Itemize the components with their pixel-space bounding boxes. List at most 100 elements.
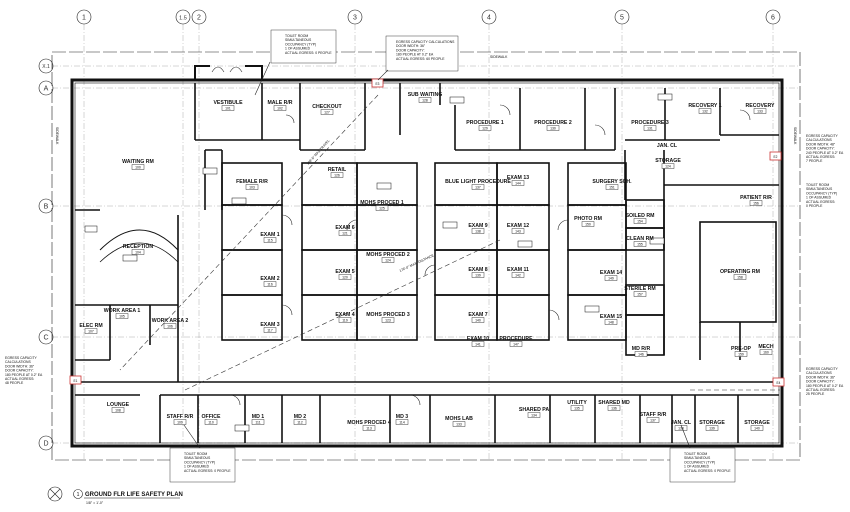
note-line: SIMULTANEOUS <box>184 456 211 460</box>
note-line: DOOR CAPACITY: <box>806 380 835 384</box>
note-line: 180 PEOPLE AT 0.2" EA <box>5 373 43 377</box>
room-name: PROCEDURE 3 <box>631 120 669 126</box>
room-number-box <box>734 351 748 357</box>
room-name: MOHS PROCED 2 <box>366 252 410 258</box>
room-number: 130 <box>550 126 556 130</box>
sidewalk-label-top: SIDEWALK <box>490 55 508 59</box>
room-number: 158 <box>737 275 743 279</box>
room-name: WORK AREA 2 <box>152 318 189 324</box>
room-number-box <box>395 419 409 425</box>
note-line: 1 OF ASSUMED <box>806 196 832 200</box>
room-number-box <box>131 249 145 255</box>
room-number-box <box>607 405 621 411</box>
room-number: 144 <box>515 181 521 185</box>
room-number-box <box>273 105 287 111</box>
room-number-box <box>263 237 277 243</box>
room-number: 131 <box>647 126 653 130</box>
room-name: EXAM 2 <box>260 276 279 282</box>
room-number-box <box>698 108 712 114</box>
room-number: 101 <box>225 106 231 110</box>
grid-row-a: A <box>44 86 49 93</box>
note-line: DOOR WIDTH: 36" <box>806 375 836 379</box>
grid-col-5: 5 <box>620 15 624 22</box>
room-number: 139 <box>709 426 715 430</box>
room-name: CLEAN RM <box>626 236 653 242</box>
grid-row-d: D <box>43 441 48 448</box>
room-number: 103 <box>249 185 255 189</box>
room-number: 147 <box>513 342 519 346</box>
room-number: 138 <box>678 426 684 430</box>
grid-col-1: 1 <box>82 15 86 22</box>
sidewalk-label-right: SIDEWALK <box>793 127 797 145</box>
note-line: CALCULATIONS <box>5 360 31 364</box>
egress-paths <box>119 94 780 391</box>
room-name: EXAM 13 <box>507 175 529 181</box>
room-name: STORAGE <box>744 420 770 426</box>
grid-col-2: 2 <box>197 15 201 22</box>
room-number: 107 <box>88 329 94 333</box>
room-name: EXAM 7 <box>468 312 487 318</box>
exit-tag-top: E3 <box>376 82 380 86</box>
room-number: 123 <box>385 318 391 322</box>
room-number: 108 <box>115 408 121 412</box>
room-number: 160 <box>763 350 769 354</box>
room-number: 148 <box>608 320 614 324</box>
room-number: 140 <box>475 318 481 322</box>
room-name: STAFF R/R <box>167 414 194 420</box>
room-number-box <box>381 317 395 323</box>
room-number-box <box>633 218 647 224</box>
room-number: 116 <box>267 282 273 286</box>
note-line: DOOR WIDTH: 36" <box>5 364 35 368</box>
room-number-box <box>362 425 376 431</box>
note-line: ACTUAL EGRESS: <box>5 377 34 381</box>
room-number: 126 <box>334 173 340 177</box>
note-line: OCCUPANCY (TYP) <box>684 460 715 464</box>
room-name: VESTIBULE <box>213 100 243 106</box>
room-number-box <box>263 281 277 287</box>
room-number-box <box>251 419 265 425</box>
room-number-box <box>527 412 541 418</box>
room-number-box <box>581 221 595 227</box>
room-number-box <box>646 417 660 423</box>
room-number-box <box>418 97 432 103</box>
room-number: 105 <box>119 314 125 318</box>
note-line: EGRESS CAPACITY CALCULATIONS <box>396 40 455 44</box>
note-line: SIMULTANEOUS <box>806 187 833 191</box>
note-line: ACTUAL EGRESS: <box>806 155 835 159</box>
note-line: 1 OF ASSUMED <box>684 465 710 469</box>
room-number: 156 <box>753 201 759 205</box>
note-line: CALCULATIONS <box>806 371 832 375</box>
room-number: 139 <box>475 273 481 277</box>
note-line: EGRESS CAPACITY <box>5 356 38 360</box>
room-name: SUB WAITING <box>408 92 443 98</box>
note-line: EGRESS CAPACITY <box>806 367 839 371</box>
note-line: ACTUAL EGRESS: <box>806 388 835 392</box>
room-name: EXAM 8 <box>468 267 487 273</box>
note-line: EGRESS CAPACITY <box>806 134 839 138</box>
room-number-box <box>749 200 763 206</box>
room-name: MALE R/R <box>267 100 292 106</box>
grid-row-b: B <box>44 204 49 211</box>
room-name: STERILE RM <box>624 286 655 292</box>
